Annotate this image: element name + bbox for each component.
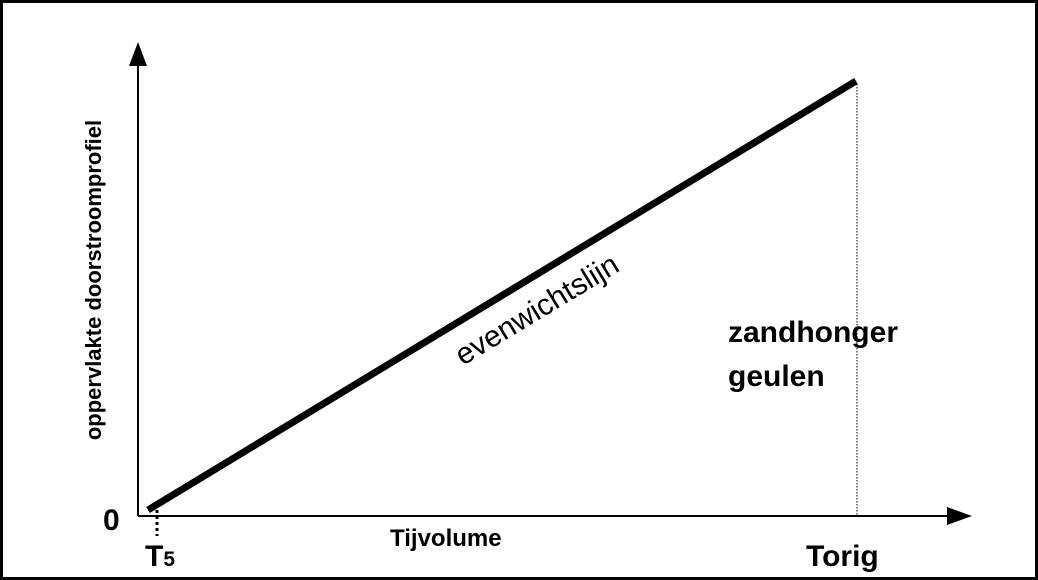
y-axis-arrow-icon <box>129 42 147 66</box>
t5-label: T5 <box>145 540 175 573</box>
annotation-line-1: zandhonger <box>728 316 898 349</box>
annotation-line-2: geulen <box>728 360 825 393</box>
t5-label-main: T <box>145 540 163 573</box>
x-axis-arrow-icon <box>947 507 972 525</box>
torig-label: Torig <box>806 540 879 573</box>
y-axis-label: oppervlakte doorstroomprofiel <box>81 120 106 440</box>
t5-label-sub: 5 <box>163 548 175 571</box>
x-axis-label: Tijvolume <box>390 525 502 552</box>
origin-label: 0 <box>103 504 120 537</box>
equilibrium-line <box>146 78 858 513</box>
